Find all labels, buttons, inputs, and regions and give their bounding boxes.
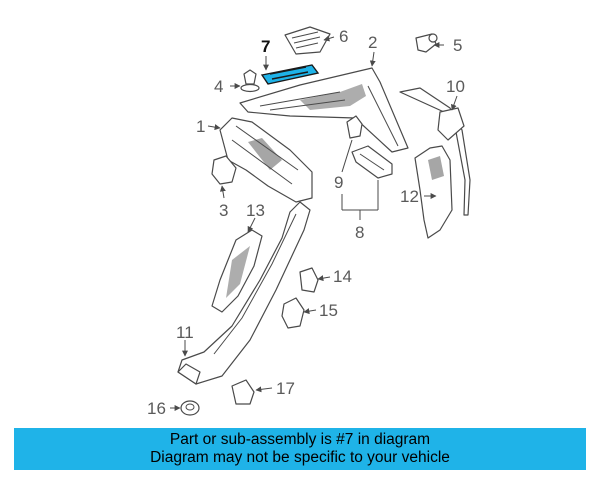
- part-8-handle[interactable]: [351, 145, 393, 179]
- callout-5: 5: [453, 36, 462, 55]
- parts-diagram: 1 2 3 4 5 6 7 8 9 10 11 12 13 14 15 16 1…: [147, 26, 471, 418]
- part-7-trim-cover[interactable]: [260, 64, 320, 85]
- callout-13: 13: [246, 201, 265, 220]
- part-17-bracket[interactable]: [231, 379, 255, 405]
- callout-17: 17: [276, 379, 295, 398]
- callout-1: 1: [196, 117, 205, 136]
- callout-15: 15: [319, 301, 338, 320]
- part-16-grommet[interactable]: [180, 400, 200, 416]
- callout-12: 12: [400, 187, 419, 206]
- callout-labels: 1 2 3 4 5 6 7 8 9 10 11 12 13 14 15 16 1…: [147, 27, 465, 418]
- part-15-bracket[interactable]: [281, 297, 305, 329]
- callout-8: 8: [355, 223, 364, 242]
- callout-9: 9: [334, 173, 343, 192]
- part-12-rear-trim-panel[interactable]: [414, 145, 453, 239]
- part-2-upper-trim-panel[interactable]: [239, 67, 409, 153]
- leader-lines: [170, 35, 458, 411]
- callout-10: 10: [446, 77, 465, 96]
- part-9-clip[interactable]: [346, 115, 363, 139]
- info-banner: Part or sub-assembly is #7 in diagram Di…: [14, 428, 586, 470]
- part-1-pillar-trim[interactable]: [219, 117, 313, 203]
- callout-3: 3: [219, 201, 228, 220]
- part-4-push-pin[interactable]: [240, 69, 260, 93]
- banner-line-2: Diagram may not be specific to your vehi…: [150, 449, 450, 466]
- part-13-side-panel[interactable]: [211, 229, 263, 313]
- callout-7: 7: [261, 37, 270, 56]
- banner-line-1: Part or sub-assembly is #7 in diagram: [169, 431, 431, 448]
- part-11-lower-pillar[interactable]: [177, 201, 311, 385]
- part-5-clip[interactable]: [415, 33, 438, 53]
- callout-16: 16: [147, 399, 166, 418]
- part-6-vent-grille[interactable]: [284, 26, 331, 55]
- callout-2: 2: [368, 33, 377, 52]
- part-3-bracket[interactable]: [211, 155, 237, 185]
- part-14-clip[interactable]: [299, 267, 319, 293]
- callout-14: 14: [333, 267, 352, 286]
- callout-4: 4: [214, 77, 223, 96]
- callout-6: 6: [339, 27, 348, 46]
- callout-11: 11: [176, 323, 194, 342]
